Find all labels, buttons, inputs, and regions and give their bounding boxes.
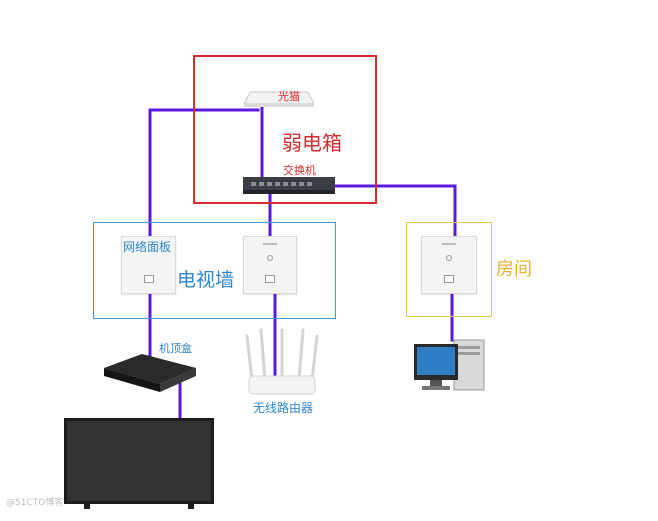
switch-icon (243, 175, 335, 195)
tv-wall-frame (93, 222, 336, 319)
cabinet-title: 弱电箱 (282, 131, 342, 155)
tv-wall-label: 电视墙 (177, 269, 235, 291)
set-top-box-icon (104, 350, 196, 394)
wireless-router-icon (243, 328, 321, 400)
watermark: @51CTO博客 (6, 498, 64, 508)
settop-label: 机顶盒 (159, 342, 192, 355)
wall-panel-icon (121, 236, 176, 294)
desktop-pc-icon (414, 338, 486, 394)
wall-panel-icon (421, 236, 477, 294)
tv-icon (64, 418, 214, 510)
wall-panel-icon (243, 236, 297, 294)
room-label: 房间 (496, 259, 532, 280)
wire-modem-to-panel-1 (148, 108, 260, 272)
switch-label: 交换机 (283, 164, 316, 177)
room-frame (406, 222, 492, 317)
modem-label: 光猫 (278, 90, 300, 103)
router-label: 无线路由器 (253, 401, 314, 415)
cabinet-frame (193, 55, 377, 204)
network-panel-label: 网络面板 (123, 240, 172, 254)
